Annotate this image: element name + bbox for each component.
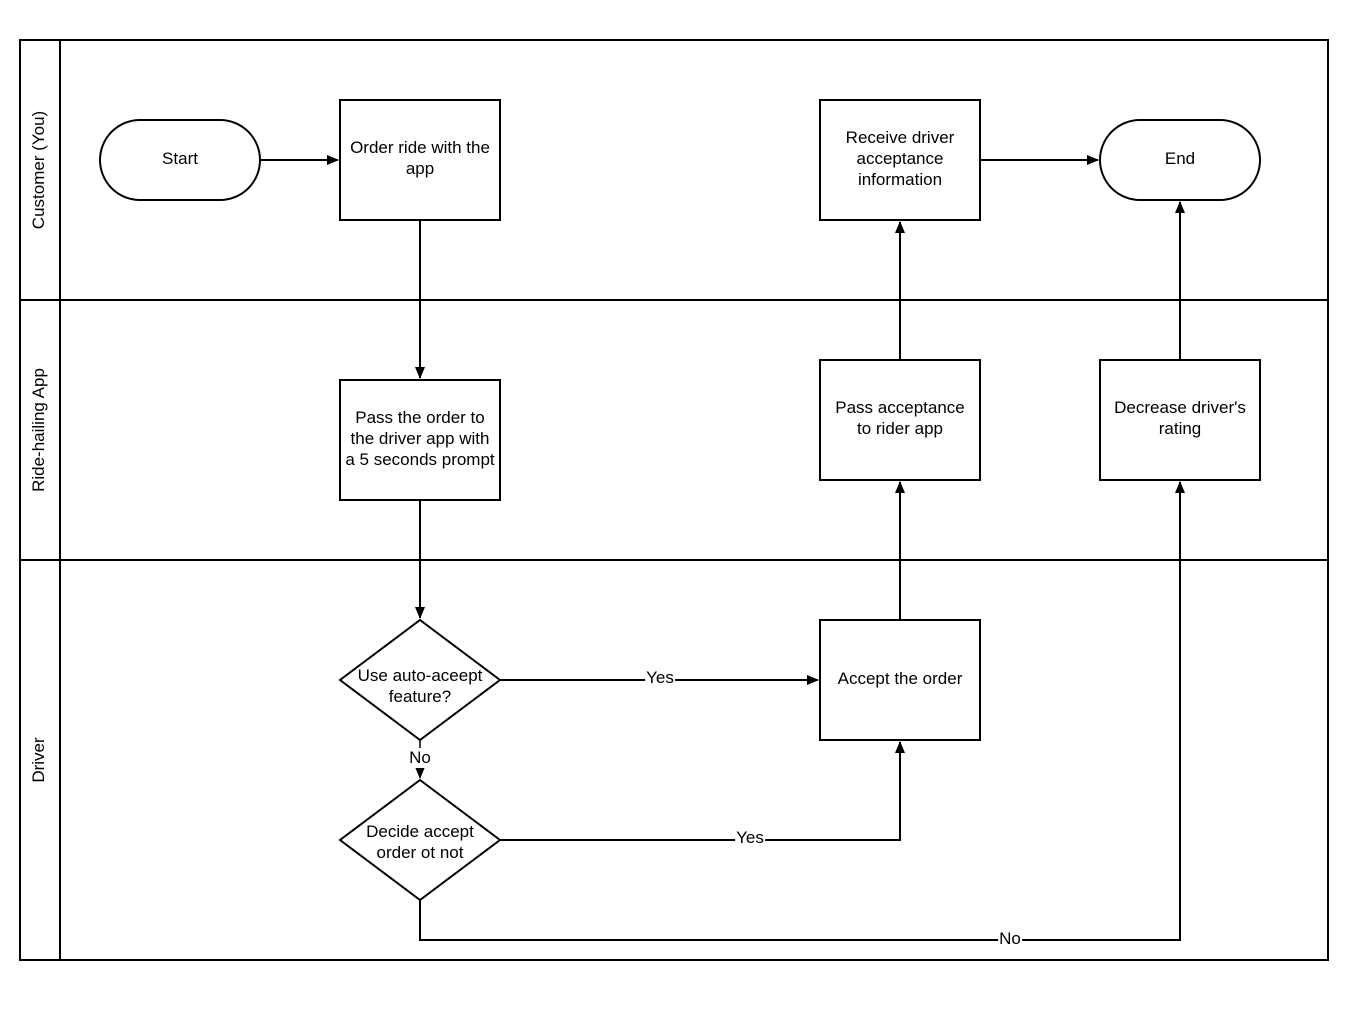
edge-label-auto-yes: Yes xyxy=(645,668,675,688)
lane-label-driver: Driver xyxy=(29,737,48,783)
order-ride-box xyxy=(339,99,501,221)
decide-accept-label: Decide accept order ot not xyxy=(366,822,474,862)
accept-order-label: Accept the order xyxy=(837,668,963,688)
lane-label-app: Ride-hailing App xyxy=(29,368,48,492)
edge-decide-yes xyxy=(500,741,905,841)
decrease-rating-label: Decrease driver's rating xyxy=(1114,398,1246,438)
receive-acceptance-box xyxy=(819,99,981,221)
pass-acceptance-box xyxy=(819,359,981,481)
auto-accept-label: Use auto-aceept feature? xyxy=(357,666,483,706)
order-ride-label: Order ride with the app xyxy=(350,138,490,178)
receive-acceptance-label: Receive driver acceptance information xyxy=(845,127,955,189)
pass-order-box xyxy=(339,379,501,501)
lane-label-customer: Customer (You) xyxy=(29,110,48,230)
lanes-frame xyxy=(19,39,1329,961)
decrease-rating-box xyxy=(1099,359,1261,481)
pass-order-label: Pass the order to the driver app with a … xyxy=(345,407,495,469)
edge-label-decide-no: No xyxy=(998,929,1022,949)
end-label: End xyxy=(1164,148,1196,168)
edge-label-decide-yes: Yes xyxy=(735,828,765,848)
edge-decide-no xyxy=(419,481,1185,941)
start-label: Start xyxy=(162,148,198,168)
accept-order-box xyxy=(819,619,981,741)
edge-label-auto-no: No xyxy=(408,748,432,768)
pass-acceptance-label: Pass acceptance to rider app xyxy=(835,398,965,438)
end-terminal xyxy=(1099,119,1261,201)
